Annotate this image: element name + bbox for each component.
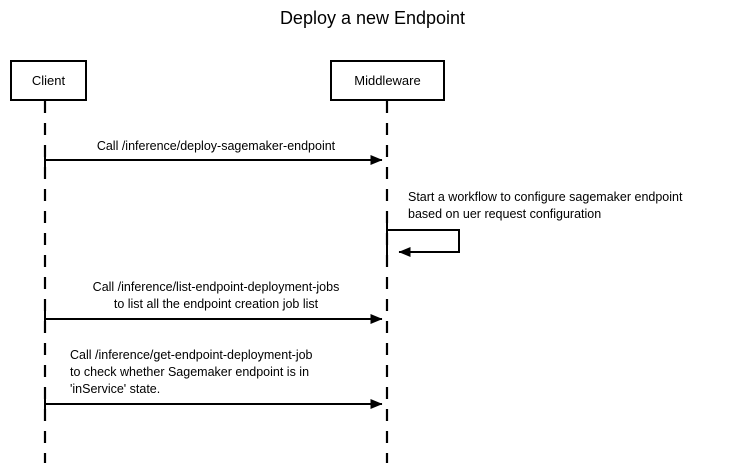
message-label-list-endpoint-deployment-jobs: Call /inference/list-endpoint-deployment…	[92, 280, 340, 311]
message-label-get-endpoint-deployment-job: Call /inference/get-endpoint-deployment-…	[70, 348, 313, 396]
message-label-start-workflow-self: Start a workflow to configure sagemaker …	[408, 190, 683, 221]
message-label-deploy-sagemaker-endpoint: Call /inference/deploy-sagemaker-endpoin…	[96, 139, 336, 153]
participant-middleware-label: Middleware	[354, 72, 421, 88]
diagram-title: Deploy a new Endpoint	[279, 8, 466, 28]
participant-middleware[interactable]: Middleware	[330, 60, 445, 101]
participant-client-label: Client	[31, 72, 66, 88]
message-arrow-start-workflow-self	[387, 229, 460, 257]
participant-client[interactable]: Client	[10, 60, 87, 101]
